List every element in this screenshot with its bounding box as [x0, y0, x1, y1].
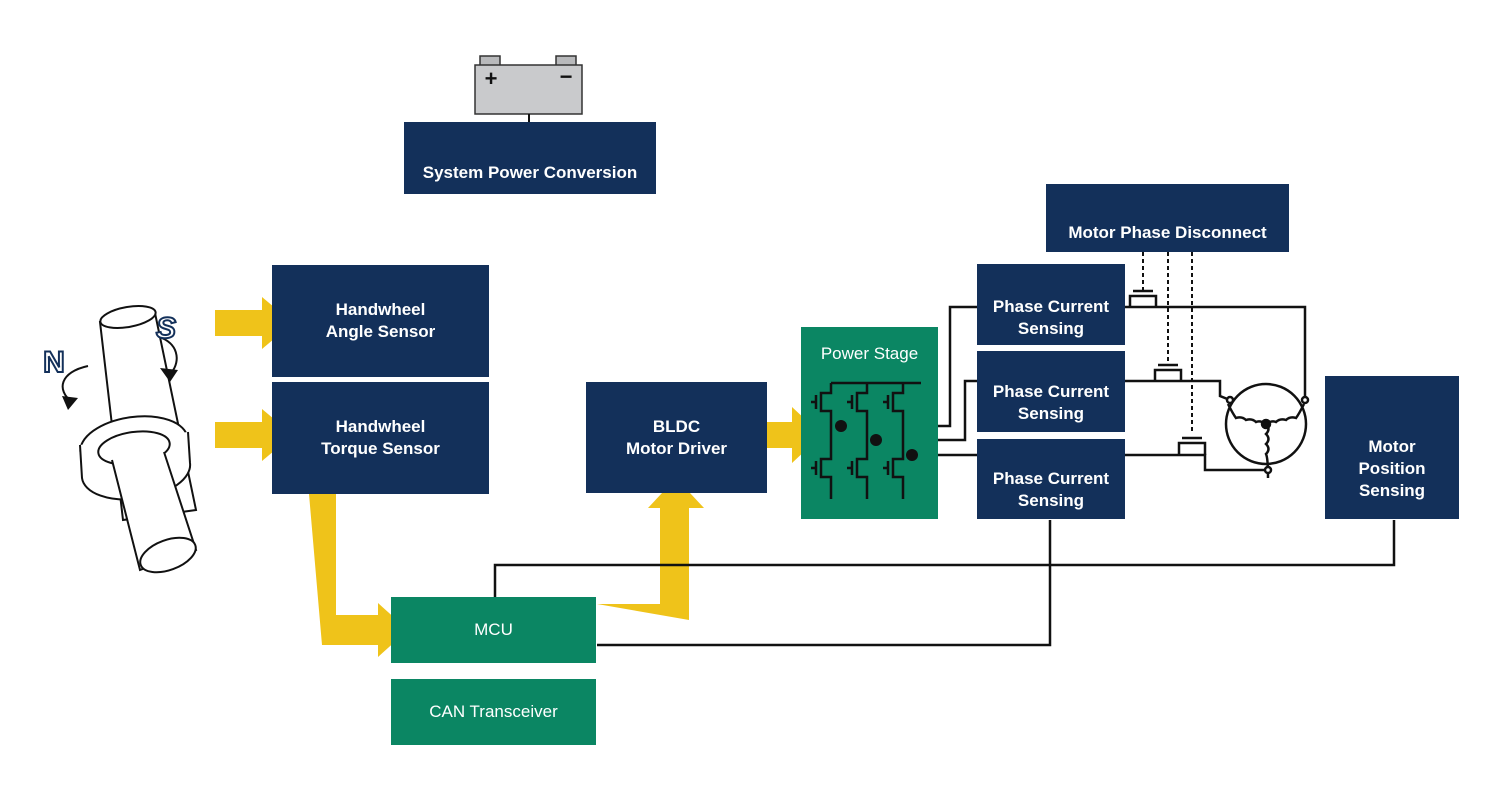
phase-current-sensing-label-1: Phase Current Sensing — [992, 296, 1110, 338]
torque-to-mcu-arrow — [309, 494, 408, 657]
system-power-conversion-block: System Power Conversion — [404, 122, 656, 194]
motor-phase-disconnect-label: Motor Phase Disconnect — [1068, 223, 1267, 242]
mcu-to-driver-arrow — [597, 478, 704, 620]
bldc-motor-driver-block: BLDC Motor Driver — [586, 382, 767, 493]
magnet-north-label: N — [43, 346, 65, 379]
battery-minus-label: − — [560, 64, 573, 89]
phase-current-sensing-block-1: Phase Current Sensing — [977, 264, 1125, 345]
motor-phase-disconnect-block: Motor Phase Disconnect — [1046, 184, 1289, 252]
handwheel-angle-sensor-block: Handwheel Angle Sensor — [272, 265, 489, 377]
disconnect-control-lines — [1142, 252, 1193, 434]
phase-current-sensing-label-3: Phase Current Sensing — [992, 469, 1110, 510]
can-transceiver-block: CAN Transceiver — [391, 679, 596, 745]
phase-current-sensing-block-2: Phase Current Sensing — [977, 351, 1125, 432]
system-power-conversion-label: System Power Conversion — [422, 163, 638, 182]
mosfet-bridge-icon — [811, 381, 921, 499]
driver-to-powerstage-arrow — [767, 407, 822, 463]
disconnect-switches — [1128, 289, 1207, 455]
handwheel-torque-sensor-label: Handwheel Torque Sensor — [321, 417, 440, 458]
can-transceiver-label: CAN Transceiver — [429, 702, 558, 721]
phase-current-sensing-label-2: Phase Current Sensing — [992, 381, 1110, 423]
battery-icon: + − — [474, 55, 583, 122]
motor-position-sensing-block: Motor Position Sensing — [1325, 376, 1459, 519]
steering-shaft-icon — [79, 305, 198, 574]
motor-icon — [1224, 382, 1310, 479]
mcu-block: MCU — [391, 597, 596, 663]
phase-current-sensing-block-3: Phase Current Sensing — [977, 439, 1125, 519]
mcu-label: MCU — [474, 620, 513, 639]
magnet-south-label: S — [156, 312, 176, 345]
power-stage-label: Power Stage — [820, 344, 919, 363]
handwheel-torque-sensor-block: Handwheel Torque Sensor — [272, 382, 489, 494]
bldc-motor-driver-label: BLDC Motor Driver — [625, 416, 728, 458]
power-stage-block: Power Stage — [801, 327, 938, 519]
handwheel-angle-sensor-label: Handwheel Angle Sensor — [325, 300, 436, 341]
battery-plus-label: + — [485, 66, 498, 91]
motor-position-sensing-label: Motor Position Sensing — [1358, 436, 1426, 500]
